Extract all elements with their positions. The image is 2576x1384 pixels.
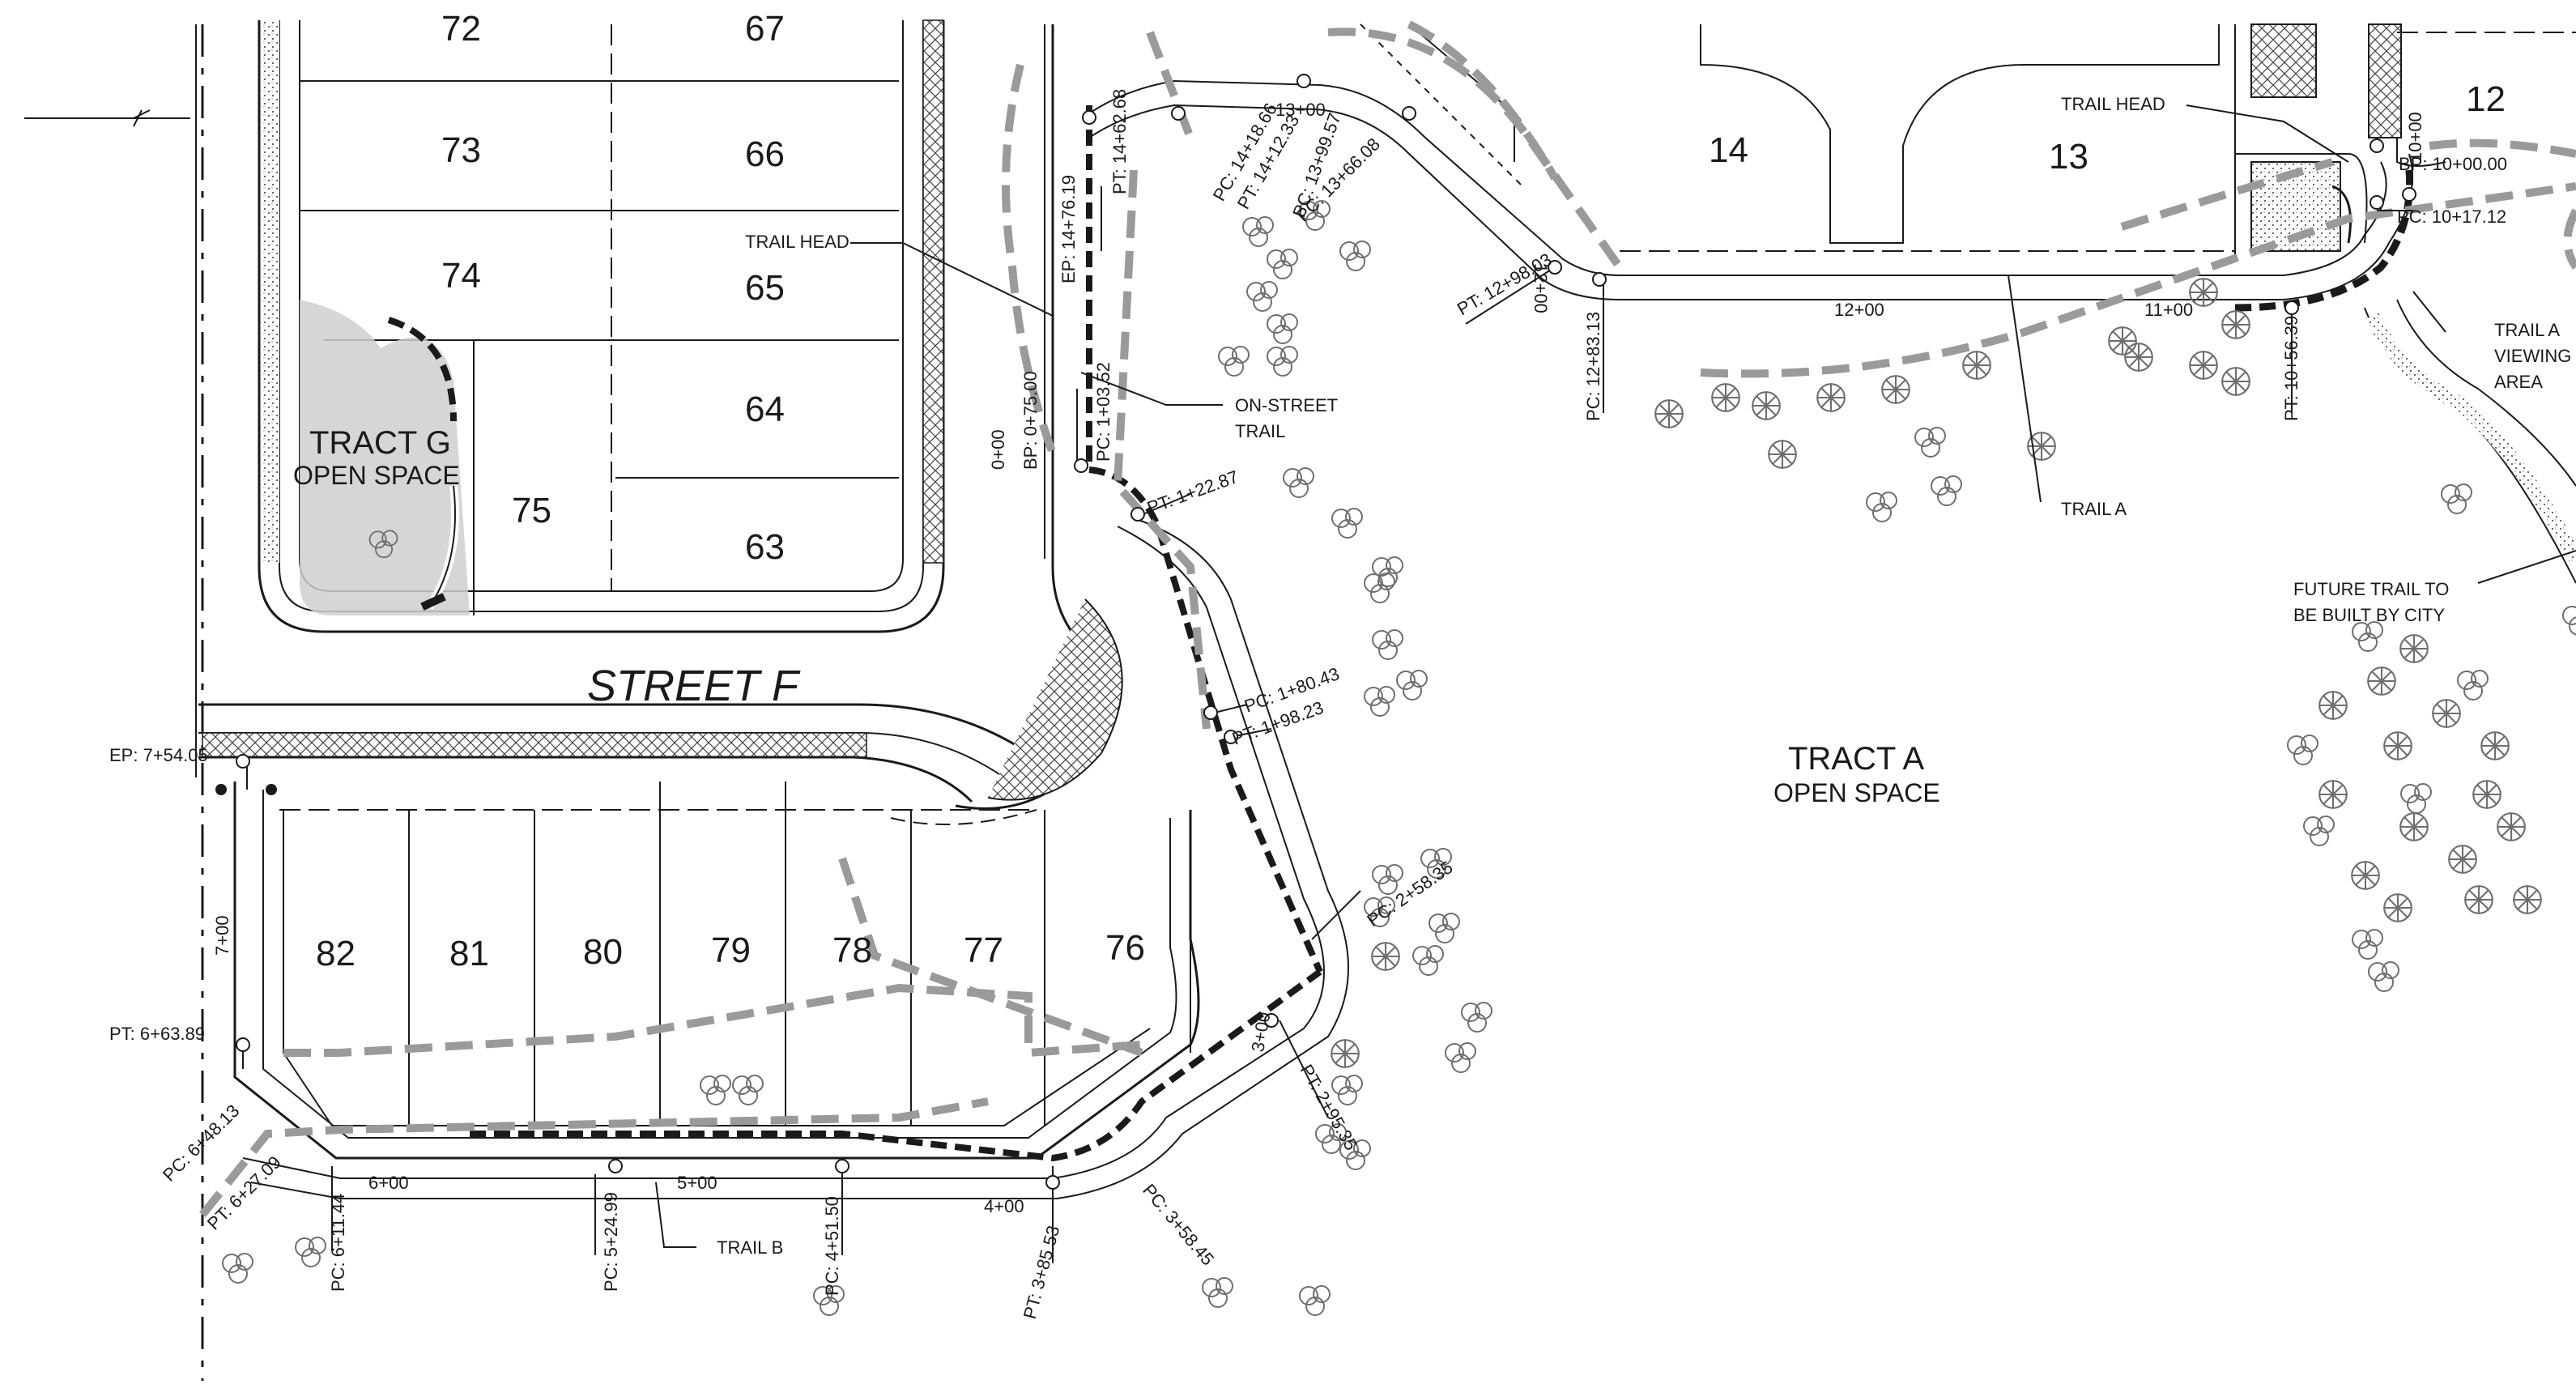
- trail-head-label: TRAIL HEAD: [2061, 94, 2165, 114]
- station-label: BP: 0+75.00: [1020, 371, 1041, 470]
- lot-label: 63: [745, 527, 785, 567]
- station-label: 10+00: [2405, 112, 2425, 162]
- trail-head-label: TRAIL HEAD: [745, 232, 849, 252]
- lot-label: 14: [1709, 130, 1748, 170]
- station-label: PC: 4+51.50: [822, 1196, 842, 1296]
- trail-a-label: TRAIL A: [2061, 499, 2127, 519]
- property-boundary: [24, 24, 204, 1381]
- lot-label: 78: [832, 930, 872, 970]
- station-label: 5+00: [677, 1173, 717, 1193]
- trail-b-alignment: [470, 105, 1323, 1162]
- lot-label: 77: [964, 930, 1003, 970]
- station-label: PC: 6+11.44: [328, 1194, 348, 1292]
- lot-label: 82: [316, 934, 356, 973]
- lot-label: 75: [512, 491, 551, 530]
- lot-label: 67: [745, 9, 785, 49]
- station-label: EP: 14+76.19: [1058, 175, 1079, 283]
- lot-label: 72: [441, 9, 481, 49]
- station-label: 0+00: [988, 429, 1008, 470]
- future-trail-label: FUTURE TRAIL TO: [2293, 579, 2449, 599]
- on-street-trail-label: TRAIL: [1235, 421, 1285, 441]
- street-f: [198, 24, 1123, 825]
- station-label: PT: 10+56.39: [2281, 316, 2301, 421]
- viewing-area-label: AREA: [2494, 372, 2543, 392]
- station-label: 7+00: [212, 915, 232, 956]
- station-label: PT: 6+63.89: [109, 1024, 205, 1044]
- station-label: PT: 3+85.53: [1020, 1224, 1064, 1321]
- trail-b-label: TRAIL B: [717, 1237, 783, 1258]
- station-label: PC: 3+58.45: [1139, 1180, 1218, 1269]
- viewing-area-label: VIEWING: [2494, 346, 2571, 366]
- lot-label: 64: [745, 390, 785, 429]
- tract-g-open-space: [300, 300, 470, 615]
- station-label: 11+00: [2144, 300, 2193, 320]
- lot-labels: 72 67 73 66 74 65 64 75 63 14 13 12 82 8…: [316, 9, 2506, 973]
- tract-g-name: TRACT G: [309, 425, 451, 461]
- lot-label: 65: [745, 268, 785, 308]
- lot-label: 12: [2466, 79, 2506, 119]
- on-street-trail-label: ON-STREET: [1235, 395, 1338, 415]
- station-label: 12+00: [1531, 263, 1551, 313]
- station-label: 12+00: [1834, 300, 1884, 320]
- callout-leaders: [655, 104, 2576, 1248]
- grading-dashed-lines: [199, 20, 2576, 1218]
- station-label: 6+00: [368, 1173, 409, 1193]
- lot-label: 79: [711, 930, 751, 970]
- station-label: PC: 6+48.13: [159, 1101, 244, 1186]
- station-label: PC: 10+17.12: [2397, 207, 2506, 227]
- station-label: PC: 12+83.13: [1583, 312, 1603, 421]
- upper-block: [258, 19, 945, 633]
- trail-b-path: [242, 517, 1349, 1199]
- station-label: BP: 10+00.00: [2399, 154, 2507, 174]
- tract-a-desc: OPEN SPACE: [1773, 778, 1940, 807]
- future-trail-label: BE BUILT BY CITY: [2293, 605, 2445, 625]
- station-label: PT: 14+62.68: [1109, 89, 1130, 194]
- lot-label: 80: [583, 932, 623, 972]
- lot-label: 81: [449, 934, 489, 973]
- station-markers: [215, 74, 2416, 1190]
- lot-label: 76: [1105, 928, 1145, 968]
- station-label: PC: 1+03.52: [1093, 362, 1113, 462]
- viewing-area-label: TRAIL A: [2494, 320, 2560, 340]
- lot-label: 73: [441, 130, 481, 170]
- lot-label: 13: [2049, 137, 2088, 177]
- lot-label: 74: [441, 256, 481, 296]
- lot-label: 66: [745, 134, 785, 174]
- station-label: PT: 1+22.87: [1144, 466, 1241, 518]
- station-label: 4+00: [984, 1196, 1024, 1216]
- tract-a-name: TRACT A: [1788, 741, 1925, 777]
- station-label: EP: 7+54.05: [109, 745, 208, 765]
- future-trail: [2364, 299, 2576, 584]
- station-label: PC: 5+24.99: [601, 1192, 621, 1292]
- station-label: 13+00: [1275, 100, 1326, 120]
- tract-g-desc: OPEN SPACE: [293, 461, 460, 490]
- station-label: 3+00: [1247, 1011, 1274, 1054]
- station-label: PT: 2+95.35: [1297, 1061, 1362, 1154]
- street-f-label: STREET F: [587, 662, 801, 710]
